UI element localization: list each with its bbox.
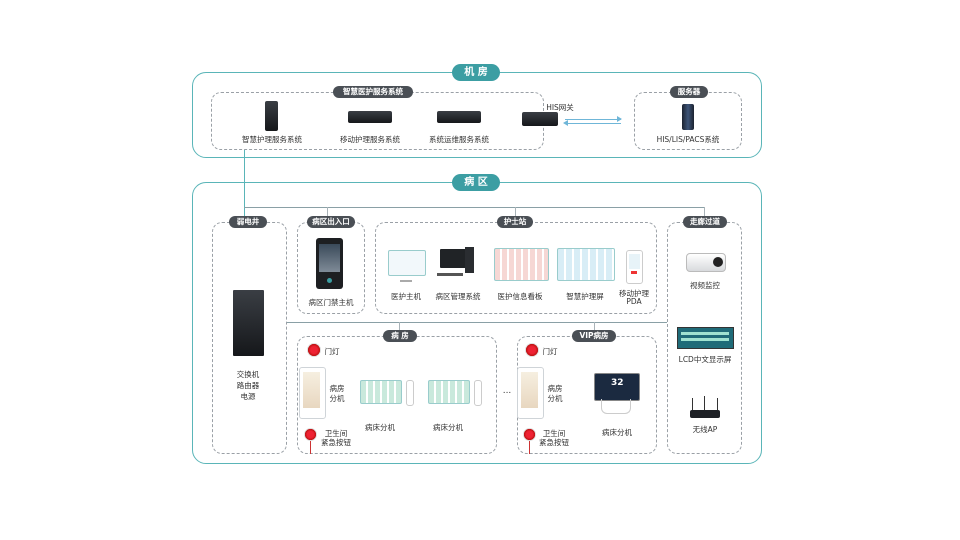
vip-door-light-label: 门灯 [542, 347, 558, 356]
emergency-button-icon [304, 428, 317, 441]
rack-server-icon [348, 111, 392, 123]
nurse-item-3: 医护信息看板 [497, 292, 543, 301]
bus-drop [399, 322, 400, 332]
keyboard-icon [437, 273, 463, 276]
camera-lens-icon [713, 257, 723, 267]
service-group-tag: 智慧医护服务系统 [333, 86, 413, 98]
nurse-item-4: 智慧护理屏 [566, 292, 604, 301]
system-label-2: 移动护理服务系统 [340, 135, 400, 144]
link-arrow-bottom [565, 123, 621, 124]
indicator-dot-icon [327, 278, 332, 283]
bus-drop [704, 207, 705, 216]
server-icon [682, 104, 694, 130]
pull-cord-icon [310, 441, 311, 454]
antenna-icon [704, 396, 705, 410]
bed-unit-screen-icon [428, 380, 470, 404]
handset-icon [406, 380, 414, 406]
server-tag: 服务器 [670, 86, 708, 98]
room-unit-icon [299, 367, 326, 419]
nurse-host-stand-icon [400, 274, 412, 282]
vip-screen-value: 32 [611, 378, 624, 388]
antenna-icon [692, 398, 693, 410]
arrow-left-icon [563, 120, 568, 126]
rack-server-icon [437, 111, 481, 123]
vip-ward-tag: VIP病房 [572, 330, 616, 342]
pda-device-icon [626, 250, 643, 284]
tower-server-icon [265, 101, 278, 131]
corridor-tag: 走廊过道 [683, 216, 727, 228]
nurse-item-5: 移动护理 [619, 289, 649, 298]
gateway-label: HIS网关 [546, 103, 574, 112]
bus-line-middle [287, 322, 667, 323]
antenna-icon [717, 398, 718, 410]
ruodianjing-label-1: 交换机 [236, 370, 260, 379]
bus-drop [515, 207, 516, 216]
ward-emergency-label-1: 卫生间 [324, 429, 348, 438]
vip-emergency-label-2: 紧急按钮 [539, 438, 569, 447]
gateway-device-icon [522, 112, 558, 126]
server-label: HIS/LIS/PACS系统 [656, 135, 720, 144]
nurse-host-screen-icon [388, 250, 426, 276]
ellipsis: ... [502, 386, 512, 396]
pda-red-mark-icon [631, 271, 637, 274]
lcd-display-icon [677, 327, 734, 349]
ward-door-light-label: 门灯 [324, 347, 340, 356]
corridor-item-2: LCD中文显示屏 [678, 355, 732, 364]
system-label-1: 智慧护理服务系统 [242, 135, 302, 144]
bus-drop [327, 207, 328, 216]
corridor-item-3: 无线AP [692, 425, 718, 434]
smart-nursing-screen-icon [557, 248, 615, 281]
system-label-3: 系统运维服务系统 [429, 135, 489, 144]
ruodianjing-label-2: 路由器 [236, 381, 260, 390]
nurse-station-tag: 护士站 [497, 216, 533, 228]
lcd-text-icon [681, 332, 729, 335]
camera-icon [686, 253, 726, 272]
bus-drop [594, 322, 595, 332]
handset-icon [474, 380, 482, 406]
lcd-text-icon [681, 338, 729, 341]
door-light-icon [307, 343, 321, 357]
vip-room-unit-label-2: 分机 [547, 394, 563, 403]
vip-bed-unit-label: 病床分机 [602, 428, 632, 437]
desktop-monitor-icon [440, 249, 466, 268]
ward-bed-unit-label-1: 病床分机 [365, 423, 395, 432]
bed-unit-screen-icon [360, 380, 402, 404]
entrance-label: 病区门禁主机 [308, 298, 354, 307]
pda-screen-icon [629, 254, 640, 269]
room-unit-screen-icon [521, 372, 538, 408]
nurse-item-1: 医护主机 [391, 292, 421, 301]
desktop-tower-icon [465, 247, 474, 273]
ruodianjing-label-3: 电源 [240, 392, 256, 401]
jifang-title: 机 房 [452, 64, 500, 81]
emergency-button-icon [523, 428, 536, 441]
vip-room-unit-label-1: 病房 [547, 384, 563, 393]
corridor-item-1: 视频监控 [690, 281, 720, 290]
room-unit-screen-icon [303, 372, 320, 408]
link-arrow-top [565, 119, 621, 120]
ward-tag: 病 房 [383, 330, 417, 342]
door-light-icon [525, 343, 539, 357]
terminal-arm-icon [601, 399, 631, 414]
bus-line-top [244, 207, 704, 208]
vip-bed-terminal-icon: 32 [594, 373, 640, 401]
ward-room-unit-label-2: 分机 [329, 394, 345, 403]
entrance-tag: 病区出入口 [307, 216, 355, 228]
arrow-right-icon [617, 116, 622, 122]
nurse-item-6: PDA [626, 297, 642, 306]
network-cabinet-icon [233, 290, 264, 356]
vip-emergency-label-1: 卫生间 [542, 429, 566, 438]
room-unit-icon [517, 367, 544, 419]
nurse-item-2: 病区管理系统 [435, 292, 481, 301]
info-board-screen-icon [494, 248, 549, 281]
pull-cord-icon [529, 441, 530, 454]
access-control-device-icon [316, 238, 343, 289]
connector-vertical [244, 150, 245, 222]
bingqu-title: 病 区 [452, 174, 500, 191]
wireless-ap-icon [690, 410, 720, 418]
ruodianjing-tag: 弱电井 [229, 216, 267, 228]
face-screen-icon [319, 244, 340, 272]
ward-room-unit-label-1: 病房 [329, 384, 345, 393]
ward-bed-unit-label-2: 病床分机 [433, 423, 463, 432]
ward-emergency-label-2: 紧急按钮 [321, 438, 351, 447]
